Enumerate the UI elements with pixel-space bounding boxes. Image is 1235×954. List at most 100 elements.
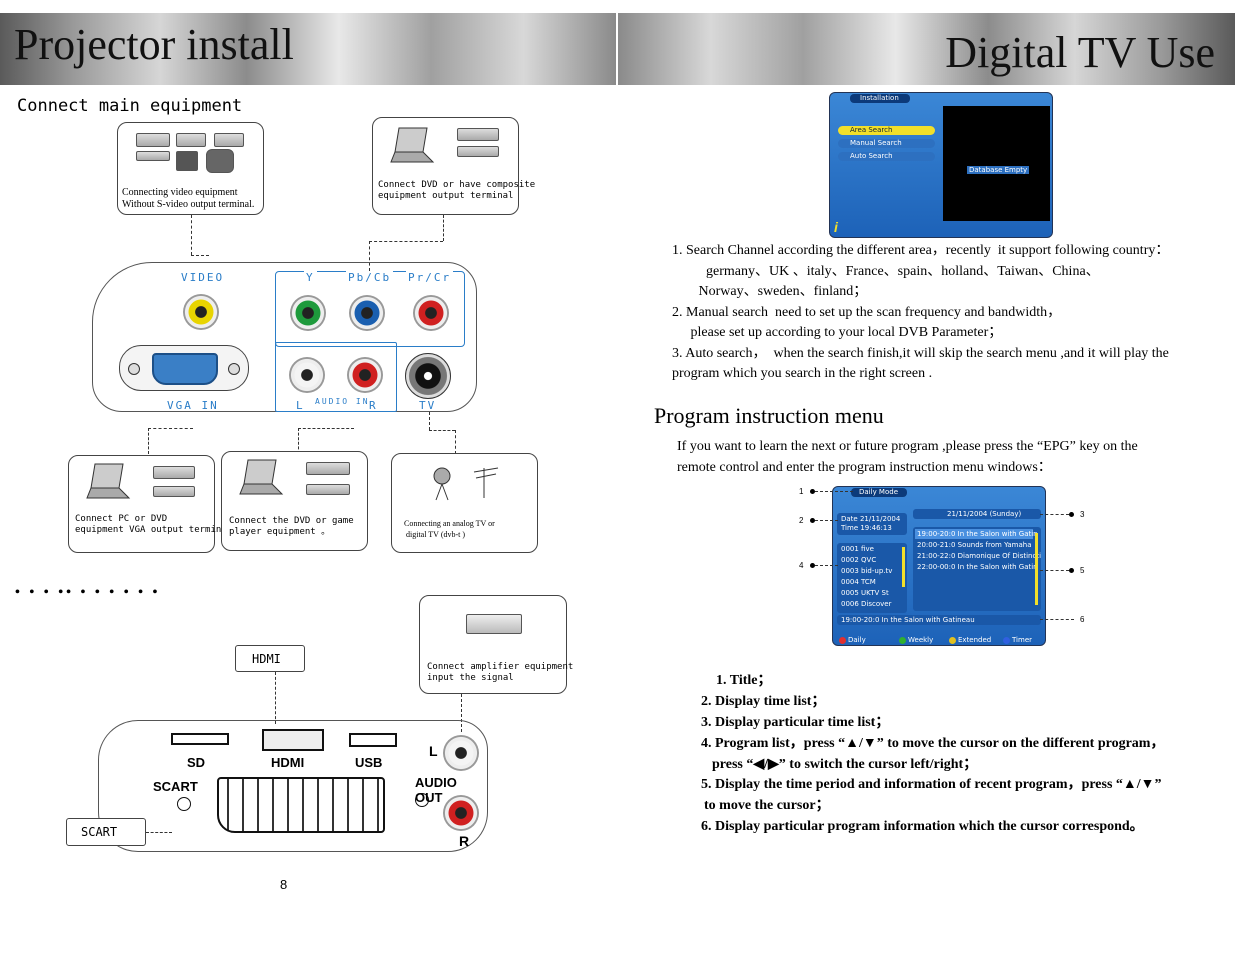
pb-jack[interactable] [349, 295, 385, 331]
callout-line [815, 565, 838, 566]
page-title-right: Digital TV Use [945, 28, 1215, 77]
weekly-button[interactable]: Weekly [908, 636, 934, 644]
connector-line [191, 215, 192, 255]
callout-4: 4 [799, 561, 804, 570]
intro-line: remote control and enter the program ins… [677, 460, 1052, 475]
program-item[interactable]: 20:00-21:0 Sounds from Yamaha [917, 541, 1032, 549]
program-item[interactable]: 21:00-22:0 Diamonique Of Distincti [917, 552, 1042, 560]
vcr-icon [214, 133, 244, 147]
selected-program-highlight [915, 529, 1033, 539]
dots-separator: • • • •• • • • • • • [15, 585, 161, 600]
callout-line [1040, 619, 1074, 620]
tv-antenna-jack[interactable] [405, 353, 451, 399]
channel-item[interactable]: 0003 bid-up.tv [841, 567, 893, 575]
callout-5: 5 [1080, 566, 1085, 575]
scrollbar[interactable] [1035, 533, 1038, 605]
y-jack[interactable] [290, 295, 326, 331]
composite-equipment-text: Connect DVD or have composite equipment … [378, 180, 536, 201]
program-item[interactable]: 19:00-20:0 In the Salon with Gatin [917, 530, 1038, 538]
search-instructions: 1. Search Channel according the differen… [672, 241, 1169, 385]
screw-icon [128, 363, 140, 375]
connector-line [369, 241, 443, 242]
search-line: please set up according to your local DV… [680, 325, 1003, 340]
menu-item-manual-search[interactable]: Manual Search [838, 139, 935, 148]
channel-item[interactable]: 0004 TCM [841, 578, 876, 586]
sd-slot[interactable] [171, 733, 229, 745]
video-jack[interactable] [183, 294, 219, 330]
hdmi-label: HDMI [271, 755, 305, 770]
composite-equipment-box: Connect DVD or have composite equipment … [372, 117, 535, 215]
vcr-icon [136, 133, 170, 147]
menu-item-label: Manual Search [850, 139, 902, 147]
timer-button[interactable]: Timer [1012, 636, 1033, 644]
analog-tv-text: Connecting an analog TV or digital TV (d… [404, 519, 495, 539]
osd-header: Installation [860, 94, 899, 102]
connector-line [461, 694, 462, 732]
vga-equipment-box: Connect PC or DVD equipment VGA output t… [68, 455, 232, 553]
dvd-game-text: Connect the DVD or game player equipment… [229, 516, 354, 537]
search-line: germany、UK 、italy、France、spain、holland、T… [692, 263, 1100, 279]
vga-port[interactable] [119, 345, 249, 391]
epg-day-title: 21/11/2004 (Sunday) [947, 510, 1022, 518]
epg-button-bar: Daily Weekly Extended Timer [837, 635, 1041, 645]
channel-item[interactable]: 0001 five [841, 545, 874, 553]
legend-item-2: 2. Display time list； [701, 694, 826, 709]
pr-label: Pr/Cr [406, 271, 454, 284]
scrollbar[interactable] [902, 547, 905, 587]
sd-label: SD [187, 755, 206, 770]
green-button-icon [899, 637, 906, 644]
vga-in-label: VGA IN [167, 399, 219, 412]
hdmi-port[interactable] [262, 729, 324, 751]
input-panel: VIDEO Y Pb/Cb Pr/Cr VGA IN L AUDIO IN R … [92, 262, 477, 412]
dvd-player-icon [306, 462, 350, 475]
connector-line [298, 428, 354, 429]
connector-line [429, 412, 430, 430]
section-heading-connect: Connect main equipment [17, 96, 243, 116]
epg-header: Daily Mode [859, 488, 899, 496]
analog-tv-box: Connecting an analog TV or digital TV (d… [391, 453, 538, 553]
pr-jack[interactable] [413, 295, 449, 331]
scart-label: SCART [153, 779, 198, 794]
menu-item-area-search[interactable]: Area Search [838, 126, 935, 135]
camcorder-icon [206, 149, 234, 173]
amplifier-box: Connect amplifier equipment input the si… [419, 595, 573, 694]
legend-item-5: 5. Display the time period and informati… [701, 777, 1162, 792]
legend-item-4: 4. Program list，press “▲/▼” to move the … [701, 736, 1165, 751]
video-label: VIDEO [181, 271, 225, 284]
dvd-game-box: Connect the DVD or game player equipment… [221, 451, 368, 551]
laptop-icon [239, 459, 284, 495]
audio-right-jack[interactable] [347, 357, 383, 393]
vga-equipment-text: Connect PC or DVD equipment VGA output t… [75, 514, 233, 535]
program-info-bar: 19:00-20:0 In the Salon with Gatineau [837, 615, 1041, 625]
audio-out-right-jack[interactable] [443, 795, 479, 831]
program-info: 19:00-20:0 In the Salon with Gatineau [841, 616, 975, 624]
audio-left-jack[interactable] [289, 357, 325, 393]
channel-item[interactable]: 0005 UKTV St [841, 589, 889, 597]
usb-port[interactable] [349, 733, 397, 747]
pb-label: Pb/Cb [346, 271, 394, 284]
connector-line [146, 832, 172, 833]
daily-button[interactable]: Daily [848, 636, 866, 644]
callout-line [1040, 514, 1069, 515]
intro-line: If you want to learn the next or future … [677, 439, 1138, 454]
search-line: Norway、sweden、finland； [688, 284, 868, 299]
video-equipment-box: Connecting video equipment Without S-vid… [117, 122, 264, 215]
callout-dot [1069, 512, 1074, 517]
audio-l-label: L [296, 399, 305, 412]
menu-item-label: Auto Search [850, 152, 893, 160]
screw-icon [228, 363, 240, 375]
channel-item[interactable]: 0002 QVC [841, 556, 877, 564]
info-icon: i [834, 219, 838, 235]
epg-screen: Daily Mode Date 21/11/2004 Time 19:46:13… [832, 486, 1046, 646]
callout-6: 6 [1080, 615, 1085, 624]
scart-port[interactable] [217, 777, 385, 833]
menu-item-auto-search[interactable]: Auto Search [838, 152, 935, 161]
callout-1: 1 [799, 487, 804, 496]
connector-line [369, 241, 370, 271]
audio-out-left-jack[interactable] [443, 735, 479, 771]
channel-item[interactable]: 0006 Discover [841, 600, 892, 608]
extended-button[interactable]: Extended [958, 636, 992, 644]
callout-line [815, 491, 853, 492]
laptop-icon [86, 463, 131, 499]
program-item[interactable]: 22:00-00:0 In the Salon with Gatin [917, 563, 1038, 571]
